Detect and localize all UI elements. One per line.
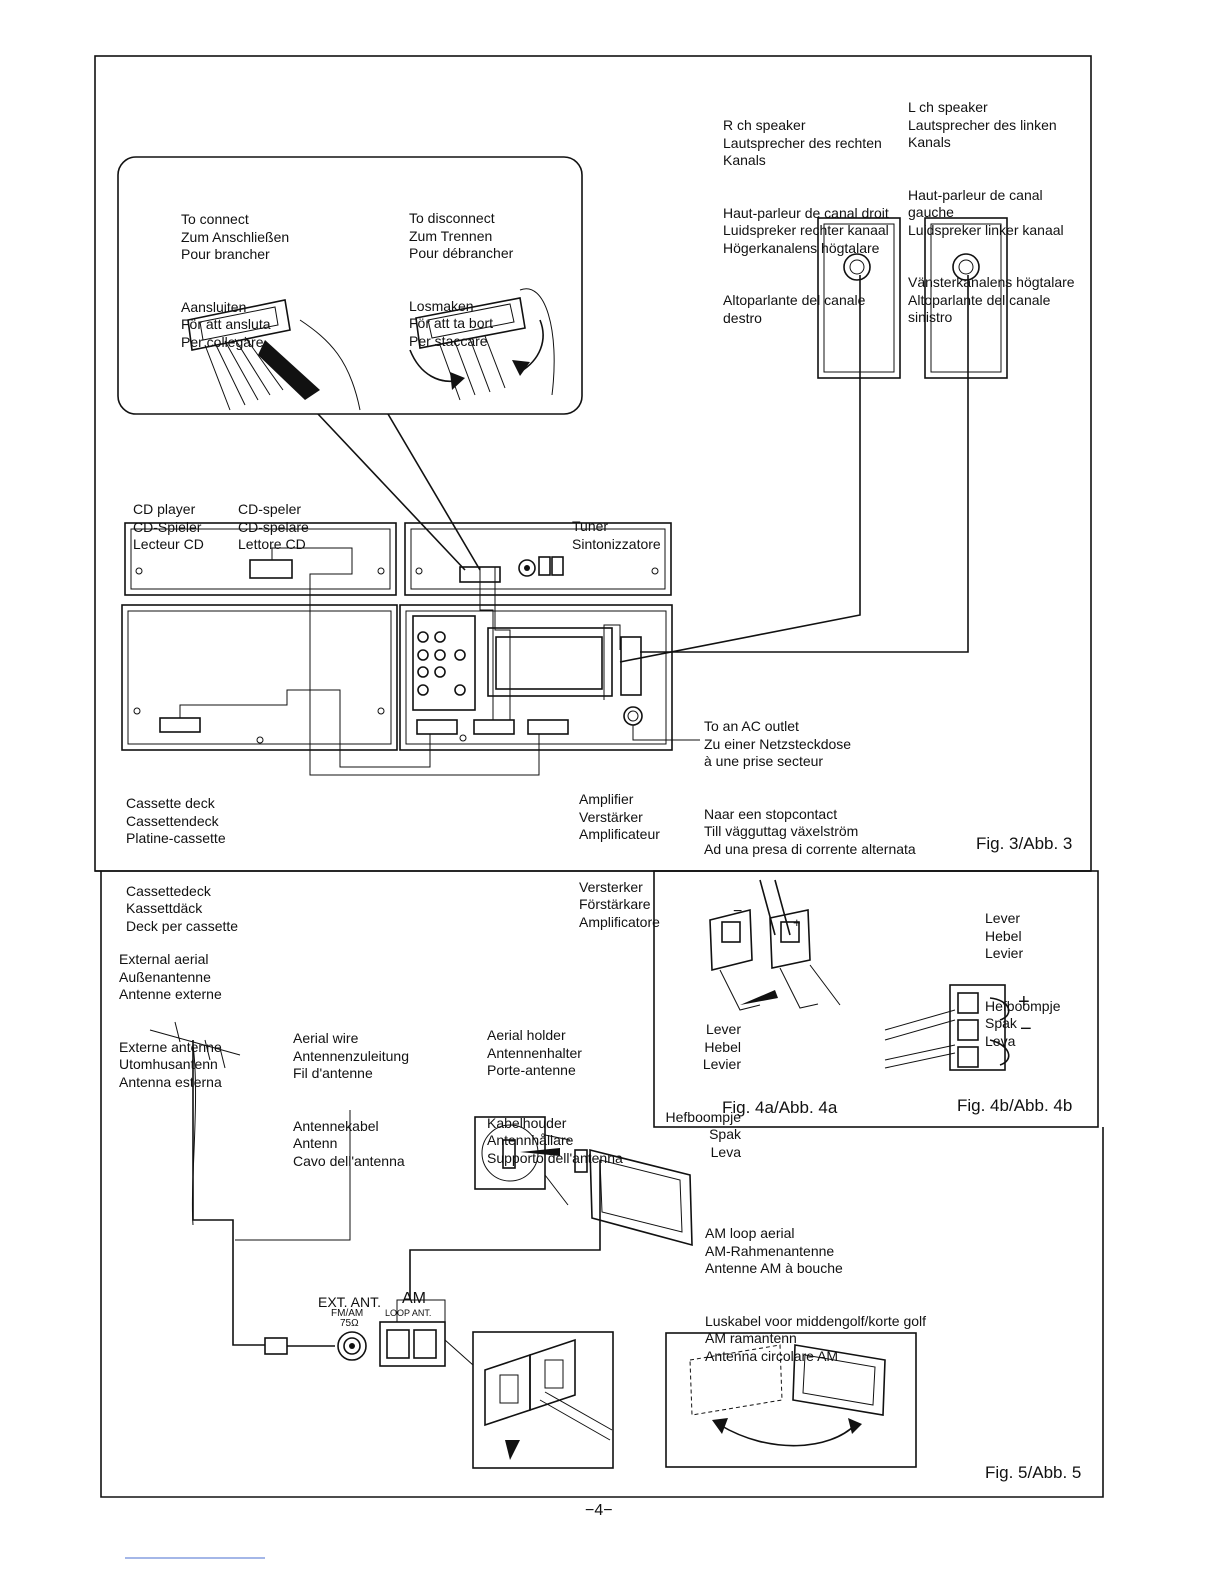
loop-ant-label: LOOP ANT.	[385, 1308, 432, 1318]
system-cables	[179, 275, 969, 776]
fig5-caption: Fig. 5/Abb. 5	[985, 1463, 1082, 1482]
plus-sign-4b: +	[1018, 991, 1030, 1013]
fig4a-caption: Fig. 4a/Abb. 4a	[722, 1098, 838, 1117]
fig4b-caption: Fig. 4b/Abb. 4b	[957, 1096, 1073, 1115]
connector-callout	[117, 156, 583, 571]
ohm-label: 75Ω	[340, 1318, 359, 1329]
disconnect-illustration	[409, 288, 555, 401]
cd-player-unit	[124, 522, 397, 596]
fig4a-terminals	[709, 879, 841, 1011]
plus-sign-4a: +	[793, 915, 801, 930]
minus-sign-4a: −	[733, 903, 743, 920]
inset-loop-detail	[689, 1344, 886, 1447]
inset-loop-zoom	[665, 1332, 917, 1468]
amplifier-unit	[399, 604, 673, 751]
aerial-holder	[474, 1116, 571, 1206]
inset-jack-zoom	[472, 1331, 614, 1469]
fig3-caption: Fig. 3/Abb. 3	[976, 834, 1073, 853]
ext-ant-label: EXT. ANT.	[318, 1294, 382, 1310]
fig4b-terminal	[884, 984, 1010, 1071]
external-aerial	[149, 1021, 351, 1355]
inset-jack-detail	[484, 1338, 613, 1460]
tuner-unit	[404, 522, 672, 596]
am-label: AM	[402, 1290, 426, 1307]
ext-ant-jacks	[337, 1160, 601, 1367]
l-speaker	[924, 217, 1008, 379]
r-speaker	[817, 217, 901, 379]
fm-am-label: FM/AM	[331, 1308, 364, 1319]
cassette-unit	[121, 604, 398, 751]
minus-sign-4b: −	[1020, 1018, 1032, 1040]
page-number: −4−	[585, 1502, 613, 1519]
fig5-frame	[100, 871, 1104, 1498]
am-loop-antenna	[574, 1148, 693, 1247]
connect-illustration	[187, 299, 361, 411]
